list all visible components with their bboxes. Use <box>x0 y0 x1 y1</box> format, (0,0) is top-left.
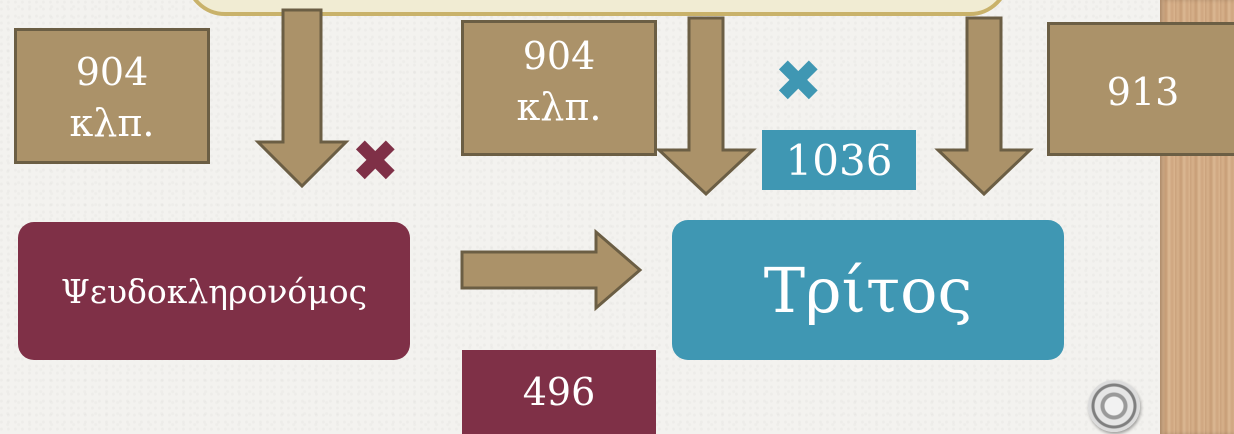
box-suffix: κλπ. <box>69 101 155 146</box>
label-496: 496 <box>462 350 656 434</box>
cross-icon: ✖ <box>351 127 400 195</box>
arrow-down-left <box>254 8 350 189</box>
grommet-icon <box>1088 380 1140 432</box>
box-suffix: κλπ. <box>516 85 602 130</box>
label-1036: 1036 <box>762 130 916 190</box>
arrow-right-center <box>460 228 643 312</box>
box-913-right: 913 <box>1047 22 1234 156</box>
box-number: 904 <box>75 50 149 94</box>
box-904-middle: 904 κλπ. <box>461 20 657 156</box>
node-pseudo-heir: Ψευδοκληρονόμος <box>18 222 410 360</box>
box-number: 913 <box>1106 70 1180 114</box>
arrow-down-right <box>934 16 1034 197</box>
arrow-down-middle <box>655 16 757 197</box>
box-904-left: 904 κλπ. <box>14 28 210 164</box>
box-number: 904 <box>522 34 596 78</box>
node-third-party: Τρίτος <box>672 220 1064 360</box>
cross-icon: ✖ <box>774 47 823 115</box>
